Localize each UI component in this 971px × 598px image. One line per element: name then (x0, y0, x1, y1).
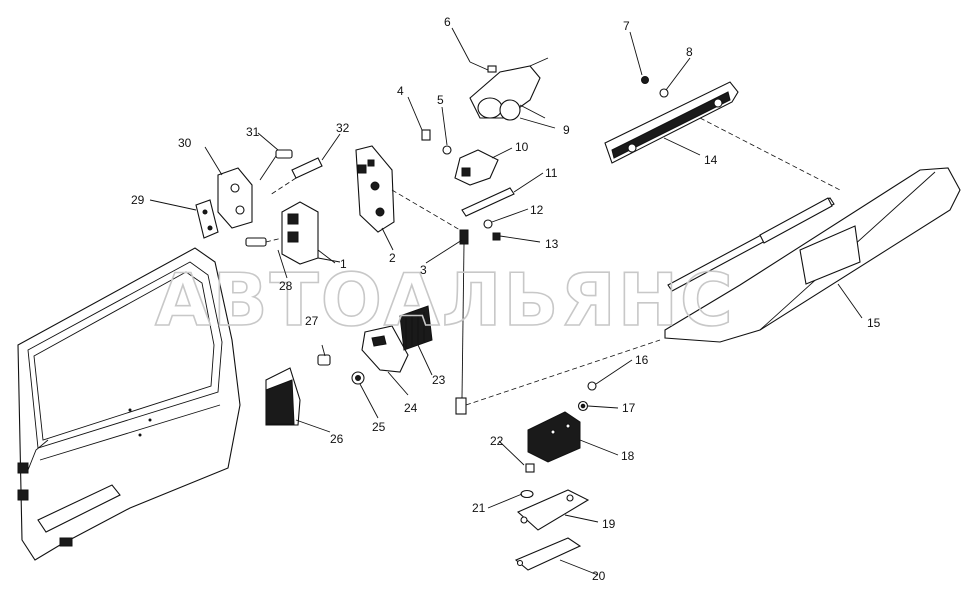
part-5-washer (442, 145, 452, 155)
callout-20: 20 (592, 569, 606, 583)
callout-22: 22 (490, 434, 504, 448)
callout-28: 28 (279, 279, 293, 293)
leader-lines (149, 27, 863, 576)
part-2-latch (355, 145, 461, 233)
callout-21: 21 (472, 501, 486, 515)
callout-19: 19 (602, 517, 616, 531)
part-23-pad (399, 305, 433, 351)
callout-10: 10 (515, 140, 529, 154)
callout-8: 8 (686, 45, 693, 59)
callout-17: 17 (622, 401, 636, 415)
callout-25: 25 (372, 420, 386, 434)
callout-31: 31 (246, 125, 260, 139)
part-13-nut (492, 232, 501, 241)
callout-9: 9 (563, 123, 570, 137)
callout-7: 7 (623, 19, 630, 33)
callout-labels: 1 2 3 4 5 6 7 8 9 10 11 12 13 14 15 16 1… (131, 15, 881, 583)
part-8-washer (659, 88, 669, 98)
part-3-rod (455, 229, 661, 415)
part-30-hinge-bracket (217, 167, 253, 229)
part-20-plate (514, 537, 582, 571)
part-15-handle-cover (664, 167, 961, 343)
callout-14: 14 (704, 153, 718, 167)
part-27-bolt (317, 354, 331, 366)
part-26-block (265, 367, 301, 426)
part-31-bolt (259, 149, 293, 181)
part-18-block (527, 411, 581, 463)
part-12-clip (483, 219, 493, 229)
part-16-nut (587, 381, 597, 391)
part-1-striker-block (281, 201, 341, 265)
part-7-nut (641, 76, 649, 84)
part-6-screw (469, 61, 497, 73)
callout-18: 18 (621, 449, 635, 463)
callout-13: 13 (545, 237, 559, 251)
callout-16: 16 (635, 353, 649, 367)
callout-23: 23 (432, 373, 446, 387)
door-panel (17, 247, 241, 561)
callout-32: 32 (336, 121, 350, 135)
part-21-washer (520, 489, 534, 499)
callout-1: 1 (340, 257, 347, 271)
part-9-actuator (469, 57, 549, 121)
part-32-pin (269, 157, 323, 196)
part-4-bolt (421, 129, 431, 141)
part-29-plate (195, 199, 219, 239)
part-19-plate (516, 489, 590, 531)
part-10-bracket (454, 149, 499, 186)
callout-2: 2 (389, 251, 396, 265)
callout-5: 5 (437, 93, 444, 107)
callout-26: 26 (330, 432, 344, 446)
callout-11: 11 (545, 166, 558, 180)
part-25-nut (351, 371, 365, 385)
part-17-washer (577, 400, 589, 412)
callout-12: 12 (530, 203, 544, 217)
part-14-handle-bar (604, 81, 841, 191)
part-24-bracket (361, 325, 409, 373)
part-22-bolt (525, 463, 535, 473)
callout-3: 3 (420, 263, 427, 277)
callout-30: 30 (178, 136, 192, 150)
callout-6: 6 (444, 15, 451, 29)
callout-27: 27 (305, 314, 319, 328)
callout-15: 15 (867, 316, 881, 330)
callout-29: 29 (131, 193, 145, 207)
callout-4: 4 (397, 84, 404, 98)
callout-24: 24 (404, 401, 418, 415)
part-28-bolt (245, 237, 283, 247)
watermark-text: АВТОАЛЬЯНС (155, 258, 735, 342)
part-11-rod (461, 187, 515, 217)
